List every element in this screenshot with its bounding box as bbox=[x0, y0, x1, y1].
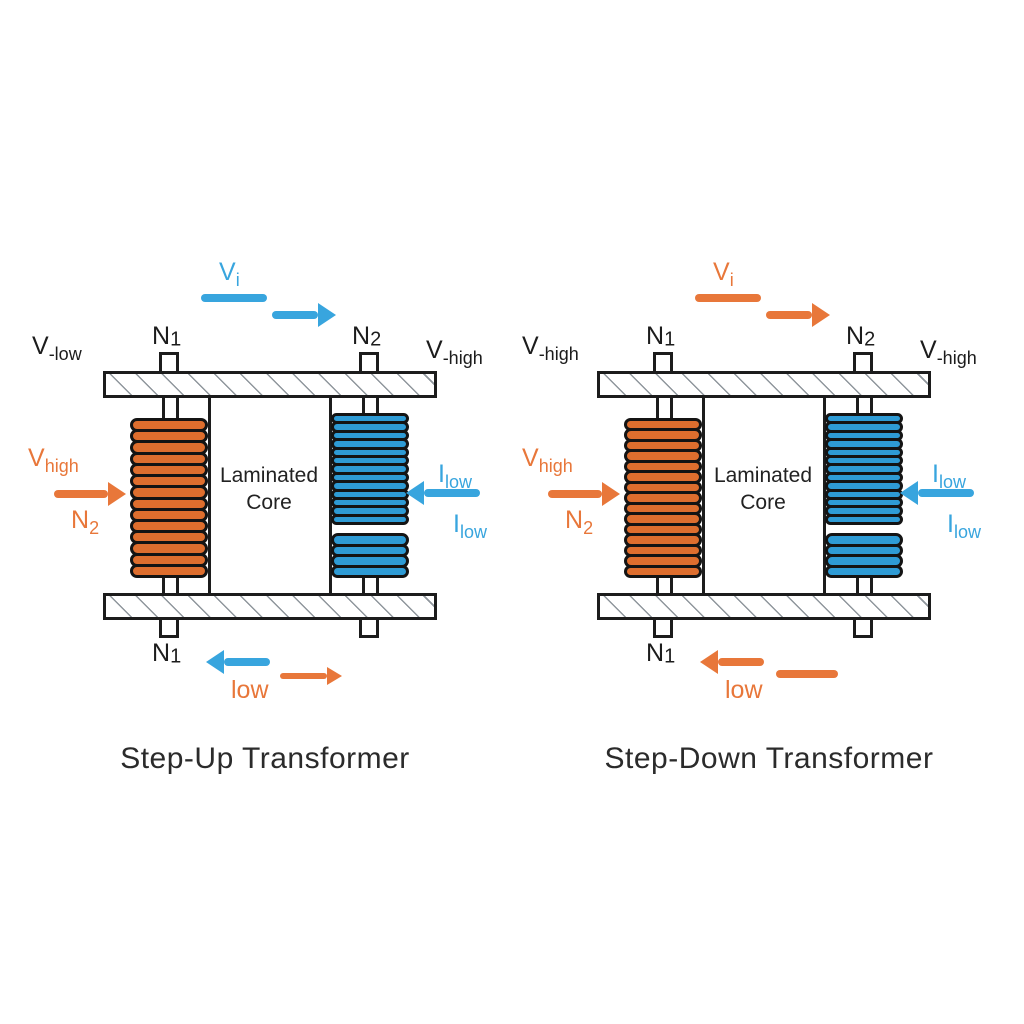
diagram-title: Step-Up Transformer bbox=[120, 742, 410, 775]
input-voltage-label: Vi bbox=[713, 258, 734, 290]
winding-lead bbox=[856, 398, 859, 418]
left-terminal-voltage-label: V-low bbox=[32, 332, 82, 364]
winding-lead bbox=[870, 398, 873, 418]
primary-turns-label-bottom: N1 bbox=[152, 639, 182, 668]
secondary-coil-main bbox=[331, 413, 409, 526]
primary-turns-label-top: N1 bbox=[152, 322, 182, 351]
core-stub bbox=[653, 617, 673, 638]
laminated-core-label: Laminated Core bbox=[702, 462, 824, 517]
winding-lead bbox=[856, 575, 859, 595]
laminated-core-line2: Core bbox=[246, 491, 292, 515]
secondary-current-arrow-icon bbox=[406, 481, 480, 505]
core-stub bbox=[159, 617, 179, 638]
top-yoke bbox=[597, 371, 931, 398]
winding-lead bbox=[376, 398, 379, 418]
bottom-return-arrow-icon bbox=[700, 650, 764, 674]
bottom-low-label: low bbox=[725, 676, 763, 704]
winding-lead bbox=[162, 575, 165, 595]
secondary-current-label-1: Ilow bbox=[438, 460, 472, 492]
secondary-current-label-2: Ilow bbox=[947, 510, 981, 542]
winding-lead bbox=[670, 575, 673, 595]
winding-lead bbox=[362, 398, 365, 418]
winding-lead bbox=[870, 575, 873, 595]
right-terminal-voltage-label: V-high bbox=[920, 336, 977, 368]
secondary-turns-label-top: N2 bbox=[352, 322, 382, 351]
laminated-core-line1: Laminated bbox=[219, 464, 319, 487]
core-stub bbox=[853, 617, 873, 638]
bottom-yoke bbox=[103, 593, 437, 620]
primary-input-arrow-icon bbox=[548, 482, 620, 506]
winding-lead bbox=[376, 575, 379, 595]
winding-lead bbox=[656, 575, 659, 595]
secondary-coil-lower bbox=[825, 533, 903, 578]
primary-coil bbox=[130, 418, 208, 579]
step-down-diagram: Vi N1 N2 V-high V-high Laminated Core Vh… bbox=[494, 0, 1024, 820]
bottom-flow-arrow-icon bbox=[280, 664, 342, 688]
winding-lead bbox=[670, 398, 673, 422]
secondary-current-arrow-icon bbox=[900, 481, 974, 505]
top-flow-arrow-icon bbox=[272, 303, 336, 327]
top-flow-arrow-icon bbox=[766, 303, 830, 327]
laminated-core-line1: Laminated bbox=[713, 464, 813, 487]
secondary-current-label-1: Ilow bbox=[932, 460, 966, 492]
bottom-low-label: low bbox=[231, 676, 269, 704]
secondary-turns-label-top: N2 bbox=[846, 322, 876, 351]
primary-turns-label-top: N1 bbox=[646, 322, 676, 351]
primary-turns-label-side: N2 bbox=[565, 506, 594, 538]
core-stub bbox=[359, 617, 379, 638]
core-limb-edge bbox=[702, 398, 705, 595]
left-terminal-voltage-label: V-high bbox=[522, 332, 579, 364]
primary-turns-label-side: N2 bbox=[71, 506, 100, 538]
winding-lead bbox=[176, 575, 179, 595]
core-limb-edge bbox=[823, 398, 826, 595]
winding-lead bbox=[656, 398, 659, 422]
secondary-current-label-2: Ilow bbox=[453, 510, 487, 542]
primary-coil bbox=[624, 418, 702, 579]
primary-input-arrow-icon bbox=[54, 482, 126, 506]
primary-voltage-label: Vhigh bbox=[522, 444, 573, 476]
input-voltage-label: Vi bbox=[219, 258, 240, 290]
core-limb-edge bbox=[208, 398, 211, 595]
input-voltage-underline bbox=[201, 294, 267, 302]
primary-voltage-label: Vhigh bbox=[28, 444, 79, 476]
winding-lead bbox=[176, 398, 179, 422]
winding-lead bbox=[362, 575, 365, 595]
primary-turns-label-bottom: N1 bbox=[646, 639, 676, 668]
bottom-return-arrow-icon bbox=[206, 650, 270, 674]
step-up-diagram: Vi N1 N2 V-low V-high Laminated Core Vhi… bbox=[0, 0, 530, 820]
winding-lead bbox=[162, 398, 165, 422]
laminated-core-label: Laminated Core bbox=[208, 462, 330, 517]
secondary-coil-main bbox=[825, 413, 903, 526]
bottom-yoke bbox=[597, 593, 931, 620]
core-limb-edge bbox=[329, 398, 332, 595]
right-terminal-voltage-label: V-high bbox=[426, 336, 483, 368]
laminated-core-line2: Core bbox=[740, 491, 786, 515]
bottom-flow-line bbox=[776, 670, 838, 678]
diagram-title: Step-Down Transformer bbox=[604, 742, 934, 775]
input-voltage-underline bbox=[695, 294, 761, 302]
top-yoke bbox=[103, 371, 437, 398]
secondary-coil-lower bbox=[331, 533, 409, 578]
